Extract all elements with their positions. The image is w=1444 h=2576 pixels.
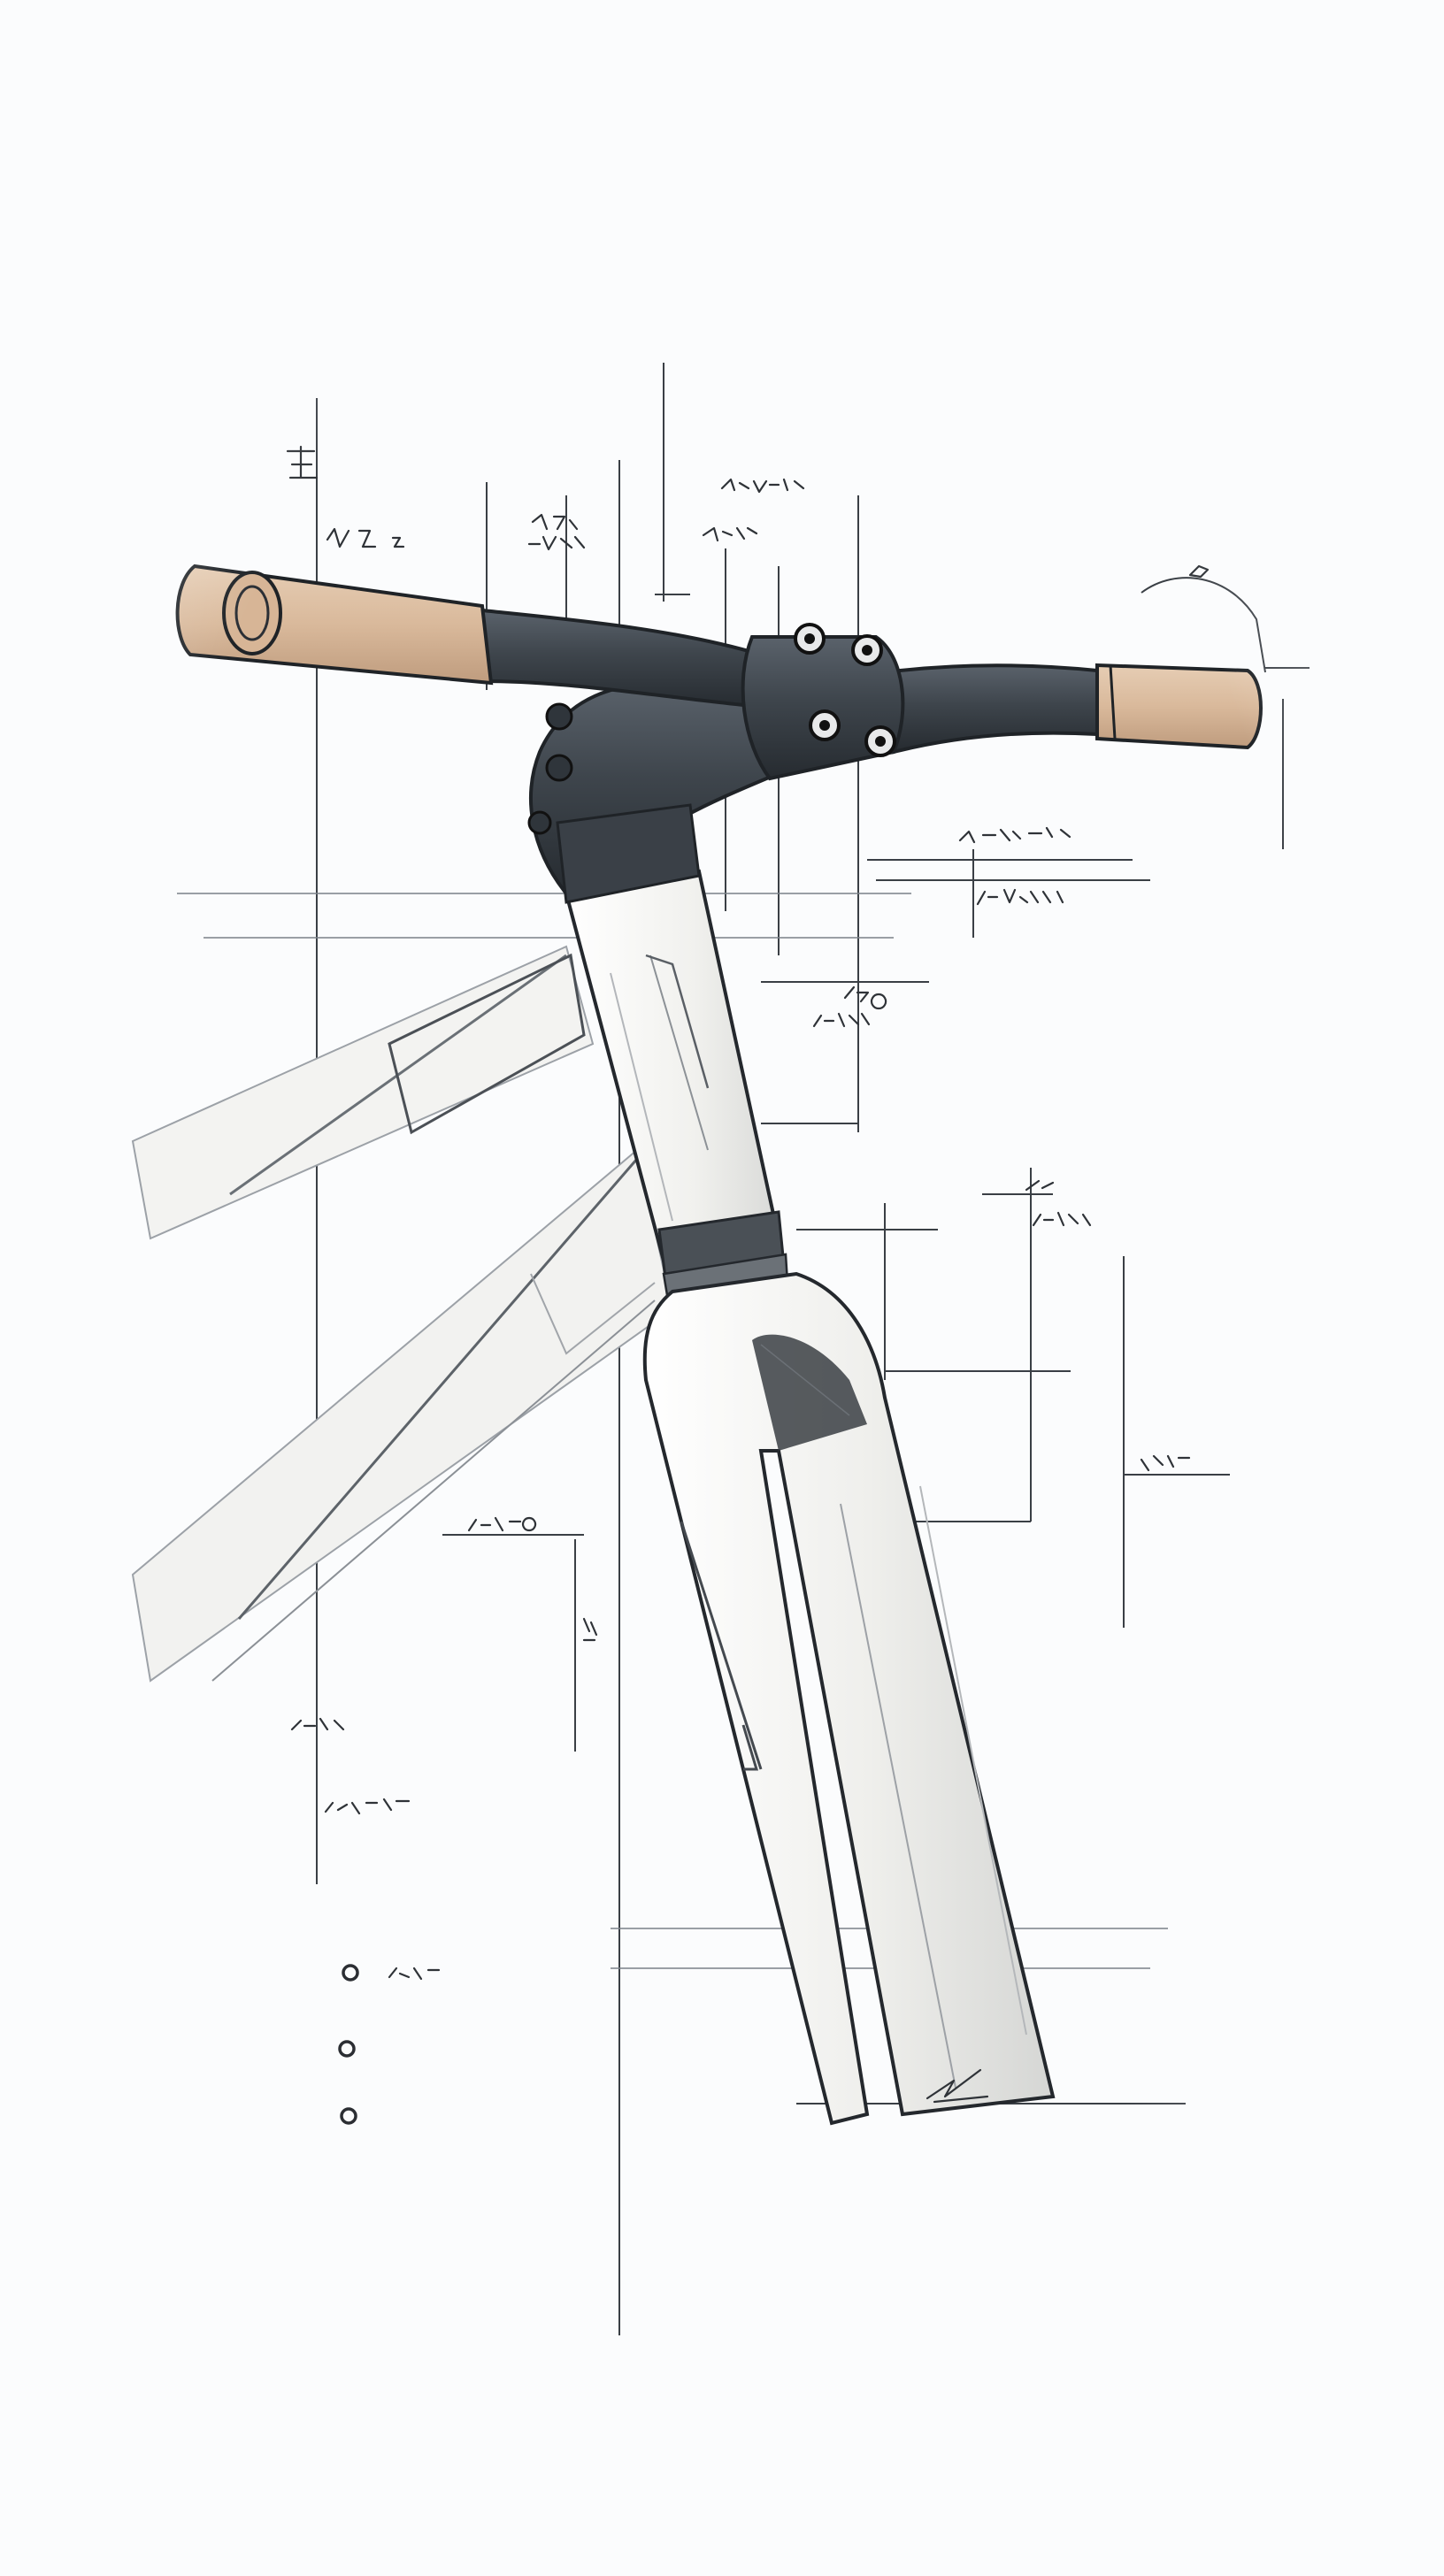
paper-vignette: [0, 0, 1444, 2576]
sketch-canvas: [0, 0, 1444, 2576]
bicycle-sketch: [0, 0, 1444, 2576]
